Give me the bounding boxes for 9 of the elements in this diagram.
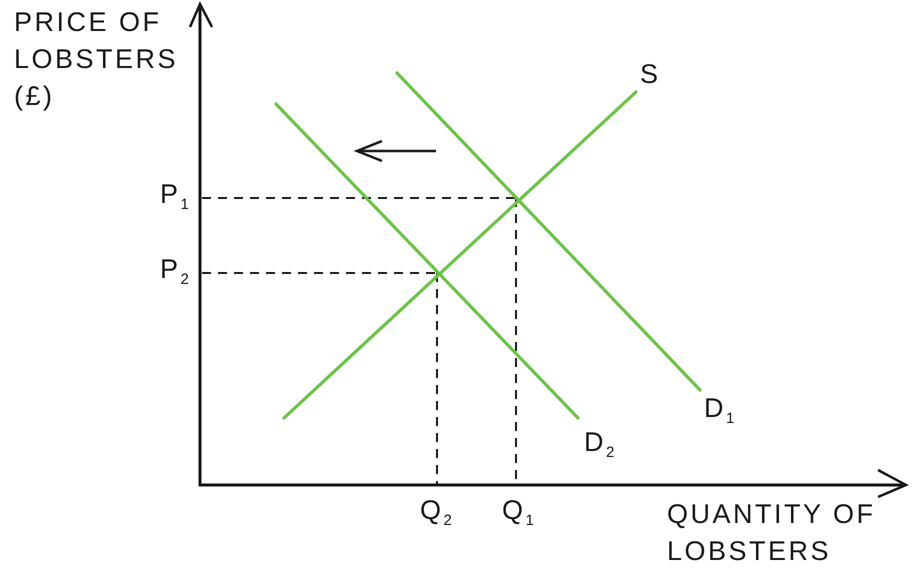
price-label: P$_{1}$ bbox=[160, 178, 189, 215]
curve-label: D$_{1}$ bbox=[704, 392, 734, 429]
axis-title: PRICE OF LOBSTERS (£) bbox=[14, 6, 180, 113]
curve-label: S bbox=[640, 58, 661, 91]
price-label: P$_{2}$ bbox=[160, 253, 189, 290]
quantity-label: Q$_{2}$ bbox=[420, 494, 452, 531]
axis-title: QUANTITY OF LOBSTERS bbox=[667, 498, 877, 568]
quantity-label: Q$_{1}$ bbox=[502, 494, 534, 531]
curve-label: D$_{2}$ bbox=[584, 426, 614, 463]
